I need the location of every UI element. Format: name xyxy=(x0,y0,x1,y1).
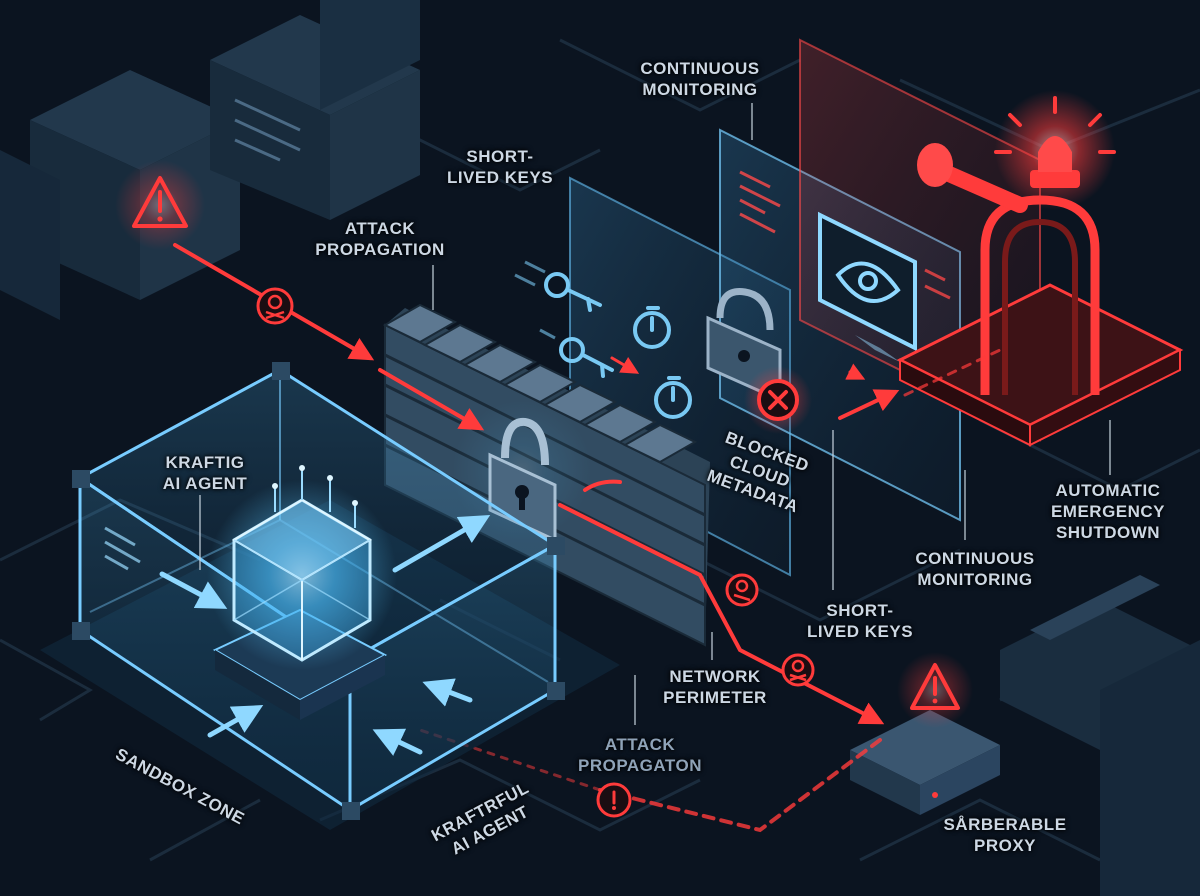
label-kraftig-ai-agent: KRAFTIG AI AGENT xyxy=(162,453,248,493)
eye-icon xyxy=(835,261,901,304)
warning-triangle-icon xyxy=(897,652,973,728)
label-attack-propagation-top: ATTACK PROPAGATION xyxy=(315,219,445,259)
label-continuous-monitoring-top: CONTINUOUS MONITORING xyxy=(640,59,760,99)
skull-icon xyxy=(781,653,815,687)
label-short-lived-keys-top: SHORT- LIVED KEYS xyxy=(446,147,554,187)
alarm-beacon-icon xyxy=(994,90,1116,210)
skull-icon xyxy=(725,573,759,607)
ai-agent-core xyxy=(207,465,397,720)
stopwatch-icon xyxy=(633,306,671,349)
label-continuous-monitoring-bottom: CONTINUOUS MONITORING xyxy=(915,549,1035,589)
label-network-perimeter: NETWORK PERIMETER xyxy=(663,667,767,707)
label-automatic-emergency-shutdown: AUTOMATIC EMERGENCY SHUTDOWN xyxy=(1050,481,1166,542)
warning-triangle-icon xyxy=(115,160,205,250)
monitor-screen xyxy=(818,211,917,362)
background-devices-right xyxy=(1000,575,1200,896)
label-short-lived-keys-bottom: SHORT- LIVED KEYS xyxy=(806,601,914,641)
key-icon xyxy=(559,337,614,378)
error-circle-icon xyxy=(596,782,632,818)
skull-icon xyxy=(256,287,294,325)
label-vulnerable-proxy: SÅRBERABLE PROXY xyxy=(943,815,1067,855)
key-motion-lines xyxy=(514,260,556,340)
stopwatch-icon xyxy=(654,376,692,419)
isolation-arrows xyxy=(159,514,491,756)
server-rack-left xyxy=(0,0,420,320)
label-attack-propagation-bottom: ATTACK PROPAGATON xyxy=(577,735,702,775)
key-icon xyxy=(544,272,602,312)
error-circle-icon xyxy=(744,366,812,434)
vulnerable-proxy-device xyxy=(850,710,1000,815)
callout-lines xyxy=(199,103,1111,725)
